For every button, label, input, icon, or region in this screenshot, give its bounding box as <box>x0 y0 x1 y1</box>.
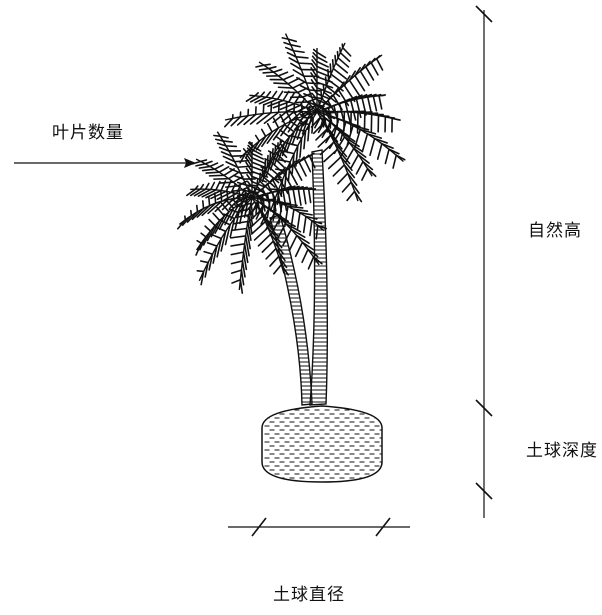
tick-left <box>251 517 267 537</box>
tick-right <box>375 517 391 537</box>
vertical-dimension-line <box>475 5 493 518</box>
palm-fronds <box>176 33 406 294</box>
tick-bottom <box>475 482 493 500</box>
root-ball <box>261 405 383 483</box>
natural-height-label: 自然高 <box>528 221 582 241</box>
root-ball-diameter-label: 土球直径 <box>273 585 345 605</box>
leaf-count-label: 叶片数量 <box>52 123 124 143</box>
tick-top <box>475 5 493 23</box>
horizontal-dimension-line <box>228 517 410 537</box>
root-ball-depth-label: 土球深度 <box>526 441 598 461</box>
leaf-count-leader <box>14 158 196 168</box>
tick-middle <box>475 399 493 417</box>
